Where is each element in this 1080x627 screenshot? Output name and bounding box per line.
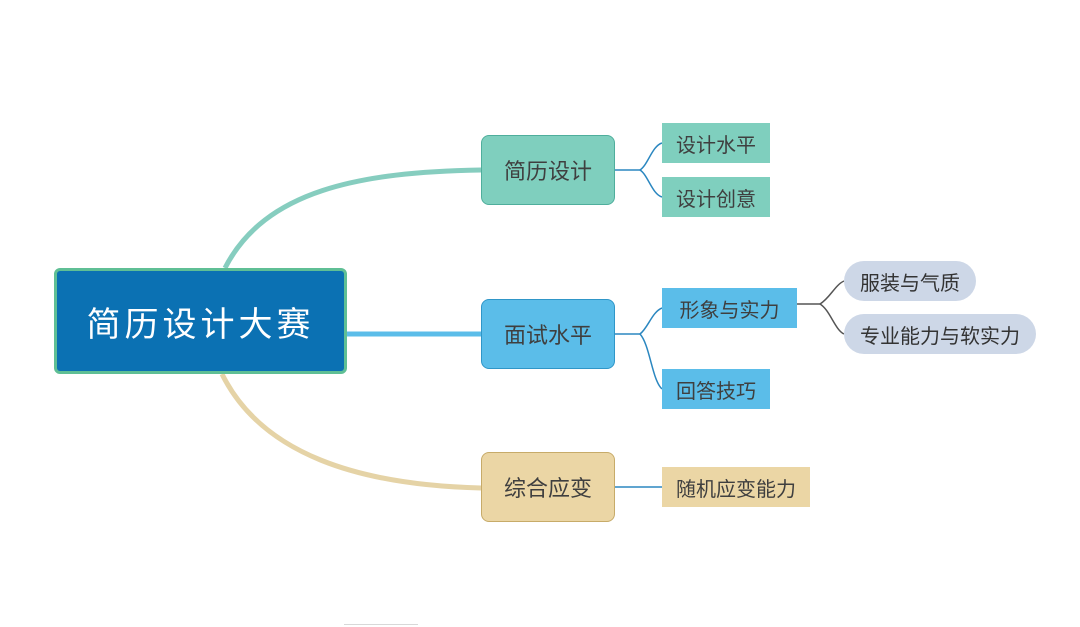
connector-root-to-adaptability bbox=[219, 372, 482, 491]
branch-interview-level[interactable]: 面试水平 bbox=[481, 299, 615, 369]
connector-gc1 bbox=[819, 280, 845, 305]
connector-b2-leaf1 bbox=[639, 307, 663, 335]
connector-gc2 bbox=[819, 303, 845, 335]
branch-adaptability[interactable]: 综合应变 bbox=[481, 452, 615, 522]
leaf-design-level[interactable]: 设计水平 bbox=[662, 123, 770, 163]
branch-resume-design[interactable]: 简历设计 bbox=[481, 135, 615, 205]
leaf-design-creativity[interactable]: 设计创意 bbox=[662, 177, 770, 217]
connector-root-to-resume-design bbox=[222, 167, 482, 270]
connector-b1-leaf1 bbox=[639, 142, 663, 171]
connector-b1-leaf2 bbox=[639, 169, 663, 198]
connector-b2-leaf2 bbox=[639, 333, 663, 390]
bottom-divider bbox=[344, 624, 418, 625]
subleaf-professional-soft-skills[interactable]: 专业能力与软实力 bbox=[844, 314, 1036, 354]
leaf-adaptability-ability[interactable]: 随机应变能力 bbox=[662, 467, 810, 507]
subleaf-attire-temperament[interactable]: 服装与气质 bbox=[844, 261, 976, 301]
leaf-answer-skills[interactable]: 回答技巧 bbox=[662, 369, 770, 409]
leaf-image-and-strength[interactable]: 形象与实力 bbox=[662, 288, 797, 328]
root-node[interactable]: 简历设计大赛 bbox=[54, 268, 347, 374]
